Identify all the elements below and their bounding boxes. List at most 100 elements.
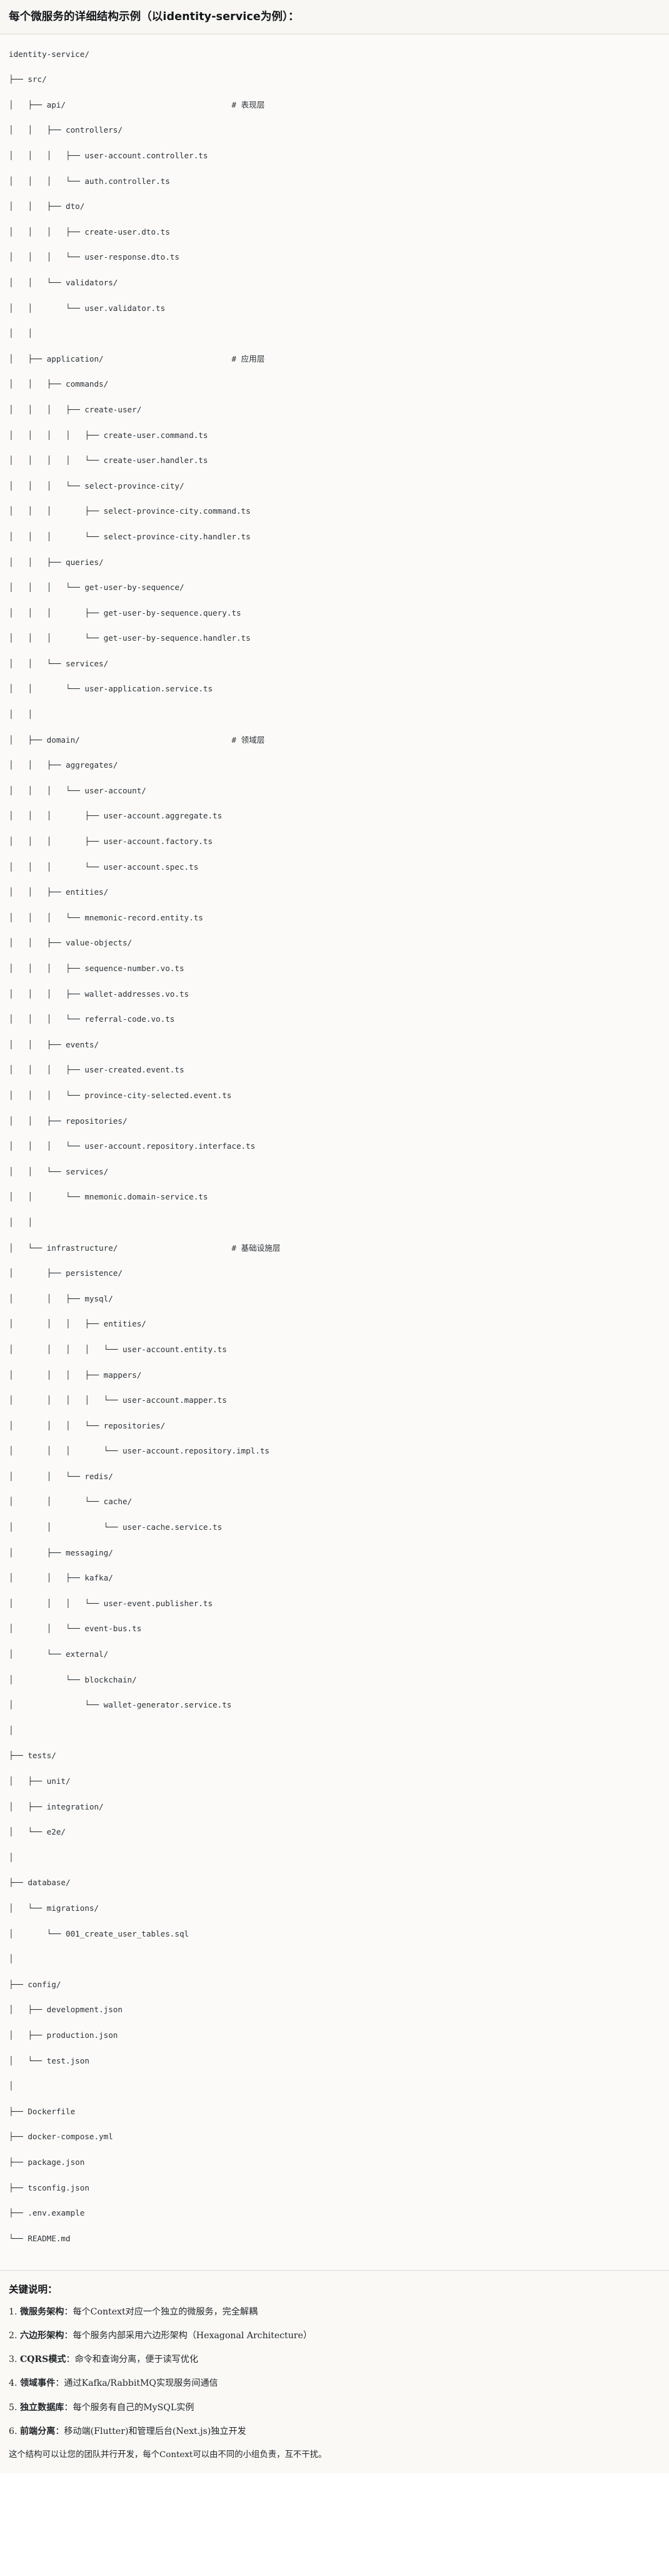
tree-line: │ │ │ └── get-user-by-sequence.handler.t… xyxy=(9,632,660,644)
tree-line: │ │ ├── kafka/ xyxy=(9,1572,660,1584)
tree-path: │ ├── production.json xyxy=(9,2030,118,2040)
tree-path: │ │ ├── dto/ xyxy=(9,201,85,211)
key-note-separator: ： xyxy=(64,2402,73,2413)
tree-path: ├── .env.example xyxy=(9,2208,85,2218)
key-note-item: 1. 微服务架构：每个Context对应一个独立的微服务，完全解耦 xyxy=(9,2306,660,2319)
tree-path: │ ├── integration/ xyxy=(9,1801,104,1811)
tree-line: │ ├── unit/ xyxy=(9,1775,660,1788)
tree-path: │ │ │ └── user-account.repository.interf… xyxy=(9,1141,256,1151)
tree-path: │ │ │ │ └── user-account.entity.ts xyxy=(9,1344,227,1354)
tree-path: │ │ └── mnemonic.domain-service.ts xyxy=(9,1192,208,1202)
tree-path: └── README.md xyxy=(9,2233,71,2243)
tree-path: │ │ ├── events/ xyxy=(9,1039,99,1049)
tree-path: │ │ │ ├── user-account.factory.ts xyxy=(9,837,213,847)
tree-line: │ │ │ └── auth.controller.ts xyxy=(9,175,660,188)
tree-line: │ xyxy=(9,1953,660,1965)
tree-path: │ │ └── services/ xyxy=(9,658,109,668)
tree-line: │ └── 001_create_user_tables.sql xyxy=(9,1928,660,1940)
tree-line: │ │ │ └── select-province-city/ xyxy=(9,480,660,492)
tree-line: └── README.md xyxy=(9,2232,660,2245)
key-notes-title: 关键说明： xyxy=(9,2284,58,2296)
tree-line: │ ├── application/ # 应用层 xyxy=(9,353,660,365)
tree-line: │ │ ├── events/ xyxy=(9,1039,660,1051)
document-page: 每个微服务的详细结构示例（以identity-service为例）： ident… xyxy=(0,0,669,2473)
tree-comment: # 基础设施层 xyxy=(231,1243,281,1253)
page-title: 每个微服务的详细结构示例（以identity-service为例）： xyxy=(9,11,299,23)
tree-path: │ │ │ └── referral-code.vo.ts xyxy=(9,1014,175,1024)
key-note-number: 2. xyxy=(9,2331,20,2341)
tree-path: │ ├── persistence/ xyxy=(9,1268,123,1278)
tree-line: ├── package.json xyxy=(9,2156,660,2169)
tree-line: │ │ └── user-application.service.ts xyxy=(9,683,660,695)
key-note-item: 4. 领域事件：通过Kafka/RabbitMQ实现服务间通信 xyxy=(9,2377,660,2390)
tree-path: │ xyxy=(9,1852,14,1862)
tree-path: │ └── test.json xyxy=(9,2055,89,2065)
directory-tree: identity-service/ ├── src/ │ ├── api/ # … xyxy=(9,48,660,2258)
tree-path: │ ├── application/ xyxy=(9,354,232,364)
tree-line: │ │ ├── entities/ xyxy=(9,886,660,899)
key-note-term: 独立数据库 xyxy=(19,2402,64,2413)
key-note-description: 每个服务内部采用六边形架构（Hexagonal Architecture） xyxy=(73,2331,312,2341)
key-note-description: 命令和查询分离，便于读写优化 xyxy=(74,2355,198,2365)
key-note-number: 6. xyxy=(9,2426,20,2436)
tree-path: │ │ │ └── user-account/ xyxy=(9,785,146,795)
tree-line: │ │ │ ├── get-user-by-sequence.query.ts xyxy=(9,607,660,619)
tree-path: │ │ └── validators/ xyxy=(9,277,118,287)
tree-path: │ │ ├── controllers/ xyxy=(9,125,123,135)
directory-tree-block: identity-service/ ├── src/ │ ├── api/ # … xyxy=(0,34,669,2271)
tree-line: ├── src/ xyxy=(9,73,660,86)
tree-line: │ │ │ └── province-city-selected.event.t… xyxy=(9,1089,660,1102)
tree-path: │ │ xyxy=(9,710,33,720)
tree-line: │ │ │ ├── create-user.dto.ts xyxy=(9,226,660,238)
tree-path: │ │ │ └── auth.controller.ts xyxy=(9,176,170,186)
tree-line: │ │ ├── mysql/ xyxy=(9,1293,660,1305)
tree-line: │ │ └── cache/ xyxy=(9,1495,660,1508)
key-notes-section: 关键说明： 1. 微服务架构：每个Context对应一个独立的微服务，完全解耦 2… xyxy=(0,2271,669,2473)
tree-path: ├── docker-compose.yml xyxy=(9,2132,113,2142)
tree-path: │ └── migrations/ xyxy=(9,1903,99,1913)
tree-path: │ │ │ ├── select-province-city.command.t… xyxy=(9,506,251,516)
key-note-term: 微服务架构 xyxy=(19,2306,64,2317)
tree-path: │ │ │ └── user-account.repository.impl.t… xyxy=(9,1446,270,1456)
tree-line: │ │ │ ├── user-account.aggregate.ts xyxy=(9,810,660,822)
tree-path: │ │ │ └── mnemonic-record.entity.ts xyxy=(9,912,203,922)
key-note-number: 1. xyxy=(9,2306,20,2317)
tree-path: │ │ │ └── province-city-selected.event.t… xyxy=(9,1090,232,1100)
tree-path: │ ├── development.json xyxy=(9,2005,123,2015)
tree-path: │ │ │ │ ├── create-user.command.ts xyxy=(9,430,208,440)
tree-comment: # 表现层 xyxy=(231,99,265,109)
key-note-item: 3. CQRS模式：命令和查询分离，便于读写优化 xyxy=(9,2353,660,2366)
tree-path: ├── src/ xyxy=(9,74,47,84)
tree-line: │ ├── messaging/ xyxy=(9,1547,660,1559)
tree-line: │ └── external/ xyxy=(9,1648,660,1661)
tree-line: │ │ │ └── user-account.repository.interf… xyxy=(9,1140,660,1153)
tree-line: │ │ xyxy=(9,327,660,340)
tree-path: │ │ ├── aggregates/ xyxy=(9,760,118,770)
tree-path: │ │ │ ├── user-account.controller.ts xyxy=(9,151,208,160)
tree-path: │ │ xyxy=(9,1217,33,1227)
tree-path: │ │ └── redis/ xyxy=(9,1471,113,1481)
key-note-term: CQRS模式 xyxy=(19,2355,66,2365)
tree-line: │ └── blockchain/ xyxy=(9,1674,660,1686)
tree-line: │ │ └── validators/ xyxy=(9,277,660,289)
key-note-separator: ： xyxy=(64,2306,73,2317)
tree-line: │ │ │ ├── sequence-number.vo.ts xyxy=(9,962,660,975)
tree-path: │ │ ├── commands/ xyxy=(9,379,109,389)
key-note-number: 3. xyxy=(9,2355,20,2365)
document-header: 每个微服务的详细结构示例（以identity-service为例）： xyxy=(0,0,669,34)
tree-path: │ ├── domain/ xyxy=(9,735,232,745)
tree-line: │ │ │ └── repositories/ xyxy=(9,1420,660,1432)
tree-path: │ │ │ ├── create-user/ xyxy=(9,404,142,414)
tree-path: ├── database/ xyxy=(9,1878,71,1888)
tree-path: │ │ │ ├── get-user-by-sequence.query.ts xyxy=(9,608,241,618)
key-note-number: 5. xyxy=(9,2402,20,2413)
tree-line: ├── tsconfig.json xyxy=(9,2182,660,2194)
key-note-term: 前端分离 xyxy=(19,2426,56,2436)
tree-line: ├── tests/ xyxy=(9,1749,660,1762)
tree-path: │ └── infrastructure/ xyxy=(9,1243,232,1253)
tree-path: │ │ │ ├── create-user.dto.ts xyxy=(9,227,170,237)
tree-path: │ xyxy=(9,2081,14,2091)
tree-line: │ │ │ ├── wallet-addresses.vo.ts xyxy=(9,988,660,1000)
tree-path: │ xyxy=(9,1725,14,1735)
